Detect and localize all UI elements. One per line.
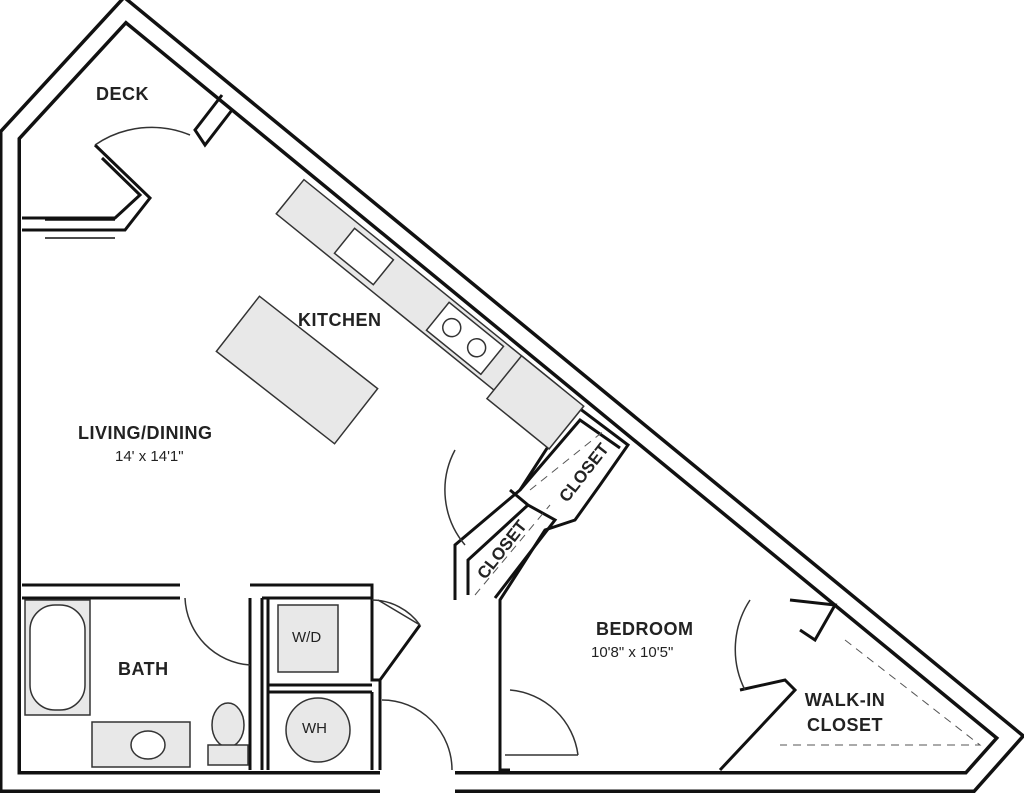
room-size-bedroom: 10'8" x 10'5": [591, 644, 674, 661]
room-label-kitchen: KITCHEN: [298, 310, 382, 330]
room-label-bedroom: BEDROOM: [596, 619, 694, 639]
room-label-bath: BATH: [118, 659, 169, 679]
door-swings: [94, 126, 751, 771]
interior-walls: [22, 94, 838, 772]
washer-dryer: [277, 604, 339, 673]
room-label-walk-in-closet-line2: CLOSET: [806, 715, 883, 735]
room-size-living-dining: 14' x 14'1": [115, 448, 184, 465]
room-label-walk-in-closet-line1: WALK-IN: [804, 690, 886, 710]
room-label-living-dining: LIVING/DINING: [78, 423, 213, 443]
kitchen-island: [215, 295, 379, 445]
fixtures: [24, 178, 585, 768]
kitchen-counter: [275, 178, 585, 450]
room-label-deck: DECK: [96, 84, 150, 104]
water-heater: [285, 697, 351, 763]
closet-shelves: [474, 429, 982, 746]
label-water-heater: WH: [302, 720, 327, 737]
label-washer-dryer: W/D: [292, 629, 322, 646]
toilet: [211, 702, 245, 748]
